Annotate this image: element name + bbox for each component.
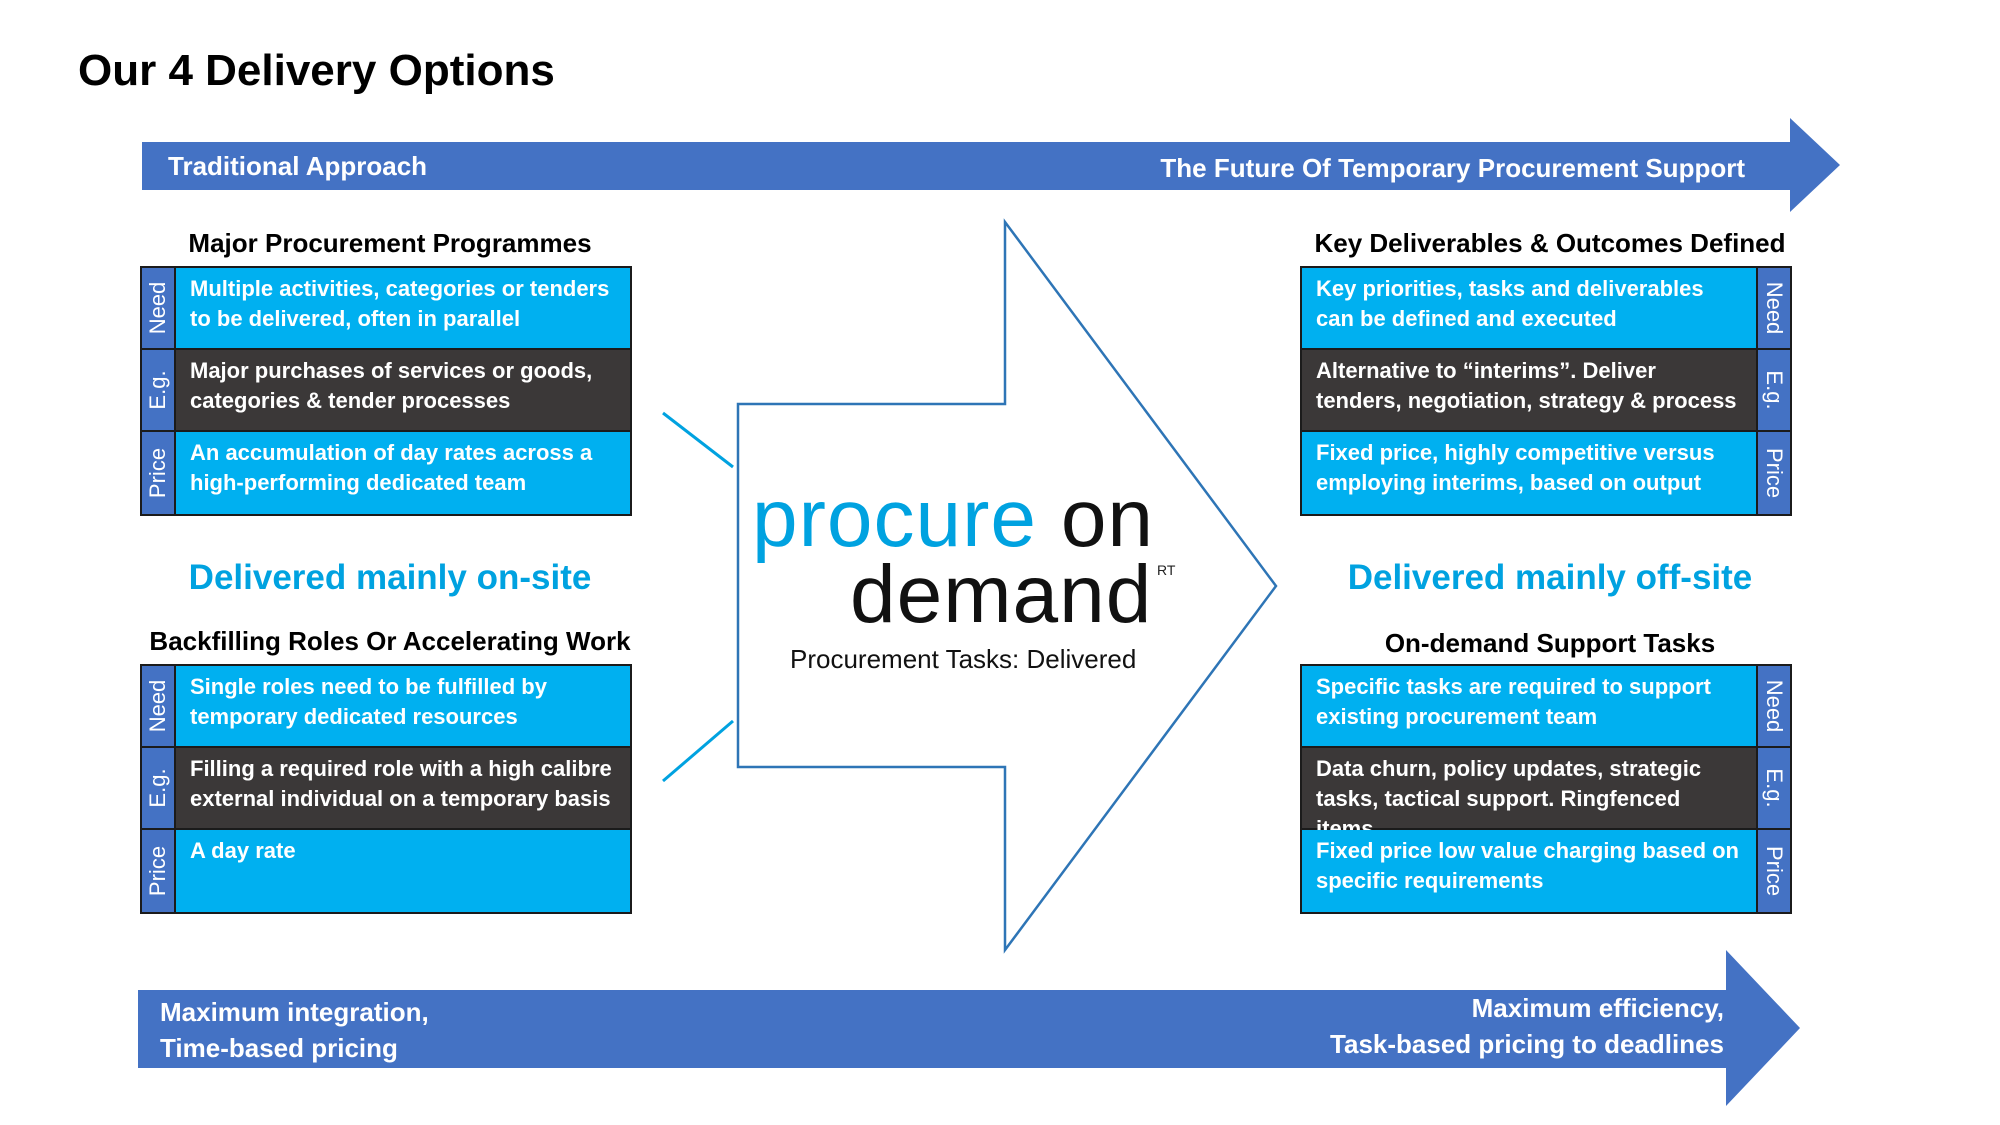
logo-word-demand: demand xyxy=(850,549,1153,640)
table-row: Alternative to “interims”. Deliver tende… xyxy=(1302,350,1790,432)
delivered-off-site: Delivered mainly off-site xyxy=(1347,558,1753,597)
row-label: E.g. xyxy=(142,748,174,828)
row-text: Fixed price, highly competitive versus e… xyxy=(1302,432,1758,514)
table-row: E.g. Filling a required role with a high… xyxy=(142,748,630,830)
row-label: Price xyxy=(142,830,174,912)
row-label: Need xyxy=(142,666,174,746)
table-row: Price A day rate xyxy=(142,830,630,912)
page-title: Our 4 Delivery Options xyxy=(78,46,555,95)
top-band-arrow xyxy=(142,118,1840,212)
bottom-band-right-line1: Maximum efficiency, xyxy=(1471,993,1724,1023)
connector-line-bottom xyxy=(662,719,734,783)
row-label: Need xyxy=(1758,666,1790,746)
table-row: Key priorities, tasks and deliverables c… xyxy=(1302,268,1790,350)
row-text: Specific tasks are required to support e… xyxy=(1302,666,1758,746)
row-text: Major purchases of services or goods, ca… xyxy=(174,350,630,430)
logo-word-on: on xyxy=(1060,473,1155,564)
row-label: Price xyxy=(1758,432,1790,514)
row-text: Alternative to “interims”. Deliver tende… xyxy=(1302,350,1758,430)
row-label: E.g. xyxy=(1758,350,1790,430)
bottom-band-left-line2: Time-based pricing xyxy=(160,1033,398,1063)
ondemand-table: Specific tasks are required to support e… xyxy=(1300,664,1792,914)
row-label: Price xyxy=(1758,830,1790,912)
top-band-left-text: Traditional Approach xyxy=(168,151,428,181)
logo-line1: procure on xyxy=(752,474,1154,564)
logo-word-procure: procure xyxy=(752,473,1038,564)
row-text: Fixed price low value charging based on … xyxy=(1302,830,1758,912)
ondemand-title: On-demand Support Tasks xyxy=(1384,628,1716,658)
backfilling-title: Backfilling Roles Or Accelerating Work xyxy=(149,626,631,656)
row-text: Key priorities, tasks and deliverables c… xyxy=(1302,268,1758,348)
deliverables-table: Key priorities, tasks and deliverables c… xyxy=(1300,266,1792,516)
row-text: A day rate xyxy=(174,830,630,912)
bottom-band-arrow xyxy=(138,950,1800,1106)
row-label: Price xyxy=(142,432,174,514)
row-text: Single roles need to be fulfilled by tem… xyxy=(174,666,630,746)
row-label: Need xyxy=(142,268,174,348)
center-outline-arrow xyxy=(736,218,1278,954)
row-label: E.g. xyxy=(142,350,174,430)
programmes-table: Need Multiple activities, categories or … xyxy=(140,266,632,516)
top-band-right-text: The Future Of Temporary Procurement Supp… xyxy=(1160,153,1745,183)
row-text: Multiple activities, categories or tende… xyxy=(174,268,630,348)
table-row: Fixed price, highly competitive versus e… xyxy=(1302,432,1790,514)
table-row: E.g. Major purchases of services or good… xyxy=(142,350,630,432)
logo-rt-mark: RT xyxy=(1157,562,1176,578)
delivered-on-site: Delivered mainly on-site xyxy=(188,558,592,597)
row-text: An accumulation of day rates across a hi… xyxy=(174,432,630,514)
bottom-band-left-text: Maximum integration, Time-based pricing xyxy=(160,994,429,1066)
programmes-title: Major Procurement Programmes xyxy=(188,228,592,258)
row-label: E.g. xyxy=(1758,748,1790,828)
row-label: Need xyxy=(1758,268,1790,348)
table-row: Data churn, policy updates, strategic ta… xyxy=(1302,748,1790,841)
connector-line-top xyxy=(662,411,734,469)
row-text: Data churn, policy updates, strategic ta… xyxy=(1302,748,1758,841)
logo-tagline: Procurement Tasks: Delivered xyxy=(790,644,1137,674)
table-row: Price An accumulation of day rates acros… xyxy=(142,432,630,514)
table-row: Specific tasks are required to support e… xyxy=(1302,666,1790,748)
deliverables-title: Key Deliverables & Outcomes Defined xyxy=(1314,228,1786,258)
table-row: Fixed price low value charging based on … xyxy=(1302,830,1790,912)
row-text: Filling a required role with a high cali… xyxy=(174,748,630,828)
table-row: Need Multiple activities, categories or … xyxy=(142,268,630,350)
bottom-band-left-line1: Maximum integration, xyxy=(160,997,429,1027)
table-row: Need Single roles need to be fulfilled b… xyxy=(142,666,630,748)
backfilling-table: Need Single roles need to be fulfilled b… xyxy=(140,664,632,914)
bottom-band-right-line2: Task-based pricing to deadlines xyxy=(1330,1029,1724,1059)
bottom-band-right-text: Maximum efficiency, Task-based pricing t… xyxy=(1330,990,1724,1062)
